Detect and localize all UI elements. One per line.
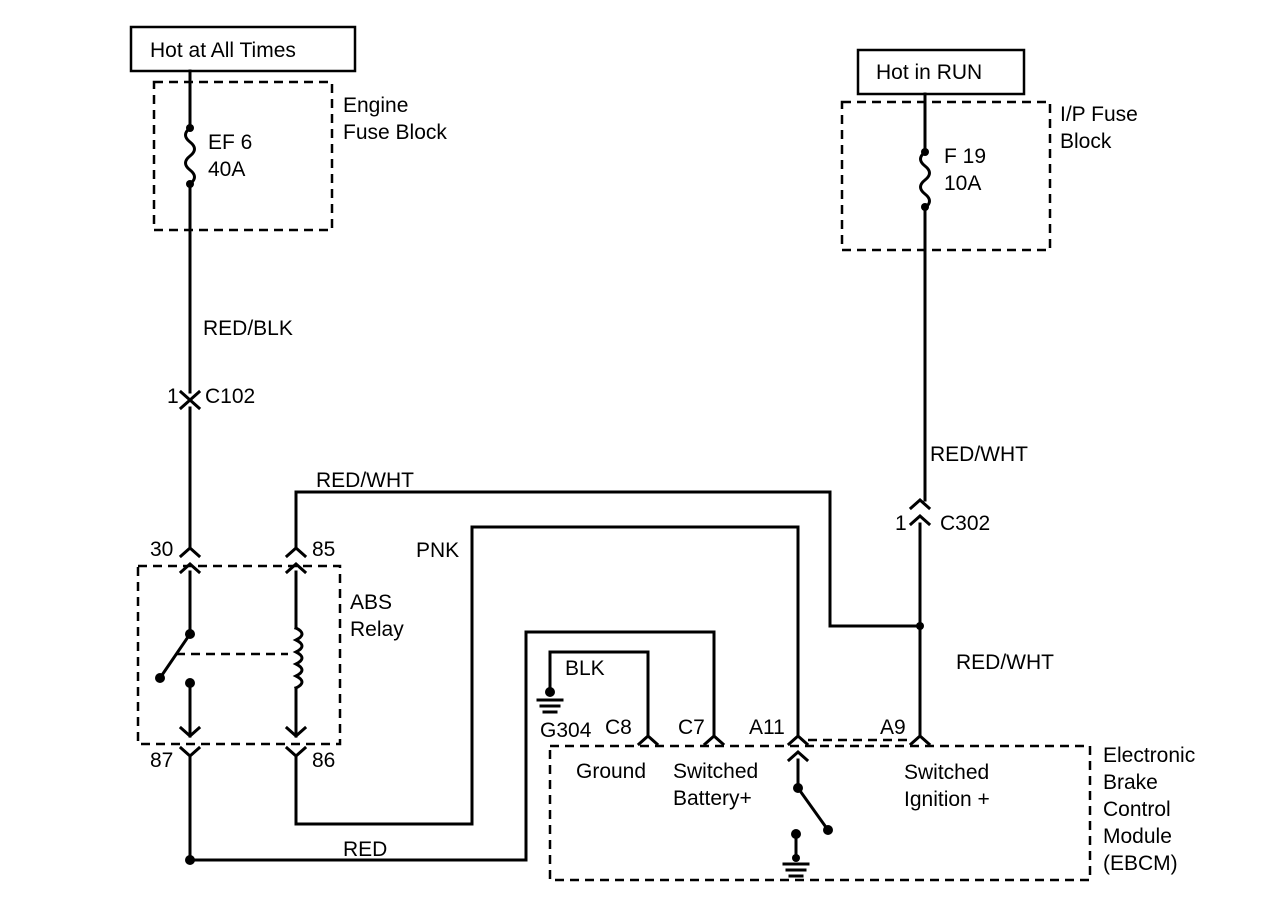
ebcm-pin-c7-connector (702, 733, 726, 747)
engine-fuse-block-label-2: Fuse Block (343, 121, 447, 144)
ip-fuse-block-label-1: I/P Fuse (1060, 103, 1138, 126)
ebcm-pin-a11-label: A11 (749, 716, 785, 739)
red-wire (188, 630, 716, 862)
ebcm-pin-c8-connector (636, 733, 660, 747)
ebcm-label-2: Brake (1103, 771, 1158, 794)
ebcm-pin-a9-label: A9 (880, 716, 906, 739)
relay-switch-arm (157, 631, 193, 681)
g304-ground-point (545, 687, 555, 697)
ebcm-label-3: Control (1103, 798, 1171, 821)
g304-ground-icon (536, 698, 564, 714)
relay-pin-86-label: 86 (312, 749, 335, 772)
engine-fuse-block-label-1: Engine (343, 94, 408, 117)
fuse-f19-rating: 10A (944, 172, 981, 195)
fuse-ef6-rating: 40A (208, 158, 245, 181)
ebcm-label-5: (EBCM) (1103, 852, 1178, 875)
ebcm-label-4: Module (1103, 825, 1172, 848)
ebcm-ground-point (792, 854, 800, 862)
engine-fuse-block-outline (152, 80, 334, 232)
fuse-ef6-name: EF 6 (208, 131, 252, 154)
fuse-f19-symbol (919, 149, 931, 211)
red-wht-right-label: RED/WHT (930, 443, 1028, 466)
g304-label: G304 (540, 719, 592, 742)
red-wire-splice (185, 855, 195, 865)
ebcm-pin-a9-connector (908, 733, 932, 747)
hot-at-all-times-label: Hot at All Times (150, 39, 296, 62)
blk-wire-label: BLK (565, 657, 605, 680)
blk-wire (548, 650, 650, 738)
abs-relay-label-2: Relay (350, 618, 404, 641)
pnk-wire-label: PNK (416, 539, 459, 562)
hot-at-all-times-box (129, 25, 357, 73)
c102-connector-symbol (178, 389, 202, 411)
relay-pin-30-label: 30 (150, 538, 173, 561)
relay-pin-87-label: 87 (150, 749, 173, 772)
ebcm-switched-battery-label-2: Battery+ (673, 787, 752, 810)
hot-in-run-label: Hot in RUN (876, 61, 982, 84)
ebcm-switch-arm-tip (823, 825, 833, 835)
ebcm-pin-c8-label: C8 (605, 716, 632, 739)
hot-in-run-box (856, 48, 1026, 96)
relay-coil-symbol (292, 625, 304, 691)
relay-pin-85-label: 85 (312, 538, 335, 561)
c302-connector-symbol (908, 497, 932, 527)
relay-internal-arrow-87 (178, 725, 202, 739)
relay-internal-arrow-86 (284, 725, 308, 739)
red-wht-wire-relay (294, 490, 922, 628)
red-wht-splice-label: RED/WHT (956, 651, 1054, 674)
fuse-ef6-symbol (184, 125, 196, 187)
c102-pin-label: 1 (167, 385, 179, 408)
pnk-wire (294, 525, 800, 826)
ebcm-pin-c7-label: C7 (678, 716, 705, 739)
ebcm-switched-ignition-label-2: Ignition + (904, 788, 990, 811)
c302-connector-label: C302 (940, 512, 990, 535)
ip-fuse-block-label-2: Block (1060, 130, 1112, 153)
ip-fuse-block-outline (840, 100, 1052, 252)
red-wire-label: RED (343, 838, 387, 861)
ebcm-switched-battery-label-1: Switched (673, 760, 758, 783)
abs-relay-outline (136, 564, 342, 746)
ebcm-outline (548, 744, 1092, 882)
ebcm-label-1: Electronic (1103, 744, 1195, 767)
ebcm-switched-ignition-label-1: Switched (904, 761, 989, 784)
c102-connector-label: C102 (205, 385, 255, 408)
red-blk-wire-label: RED/BLK (203, 317, 293, 340)
relay-switch-arm-tip (155, 673, 165, 683)
abs-relay-label-1: ABS (350, 591, 392, 614)
ebcm-ground-icon (782, 862, 810, 878)
ebcm-pin-a11-connector (786, 733, 810, 763)
fuse-f19-name: F 19 (944, 145, 986, 168)
ebcm-switch-arm (795, 785, 831, 833)
ebcm-ground-label: Ground (576, 760, 646, 783)
relay-pin-85-connector (284, 545, 308, 575)
c302-pin-label: 1 (895, 512, 907, 535)
relay-pin-30-connector (178, 545, 202, 575)
red-wht-top-label: RED/WHT (316, 469, 414, 492)
